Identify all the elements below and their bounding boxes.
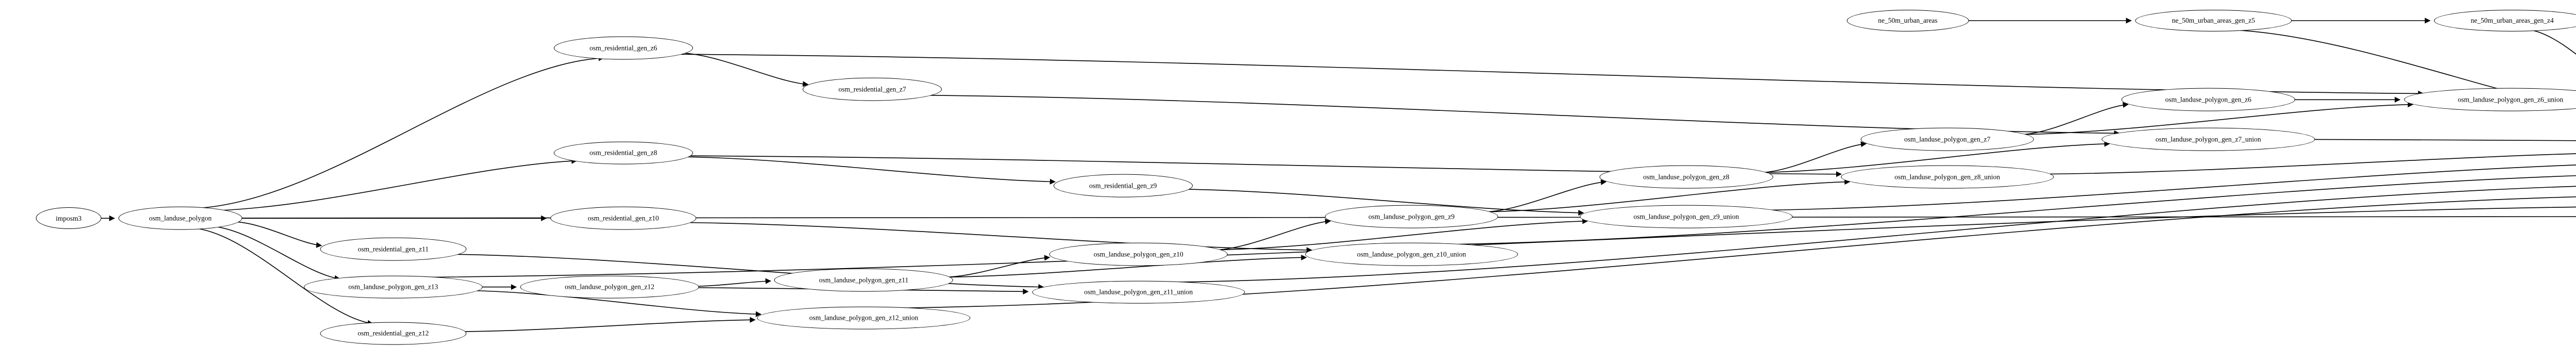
- graph-node-ne_50m_urban_areas_gen_z4[interactable]: ne_50m_urban_areas_gen_z4: [2434, 9, 2576, 31]
- graph-node-ne_50m_urban_areas_gen_z5[interactable]: ne_50m_urban_areas_gen_z5: [2135, 9, 2292, 31]
- graph-node-label: ne_50m_urban_areas_gen_z4: [2470, 17, 2554, 25]
- graph-node-label: osm_landuse_polygon_gen_z11: [819, 276, 909, 284]
- graph-edge-osm_landuse_polygon_gen_z9_union-to-layer_landuse.z9: [1767, 164, 2576, 211]
- graph-edge-ne_50m_urban_areas_gen_z5-to-layer_landuse.z5: [2231, 29, 2576, 109]
- graph-node-osm_residential_gen_z12[interactable]: osm_residential_gen_z12: [320, 322, 466, 345]
- graph-node-osm_landuse_polygon_gen_z10[interactable]: osm_landuse_polygon_gen_z10: [1049, 242, 1228, 266]
- graph-edge-osm_landuse_polygon_gen_z8_union-to-layer_landuse.z8: [2048, 153, 2576, 175]
- graph-node-label: osm_residential_gen_z6: [589, 44, 657, 52]
- graph-edge-osm_landuse_polygon-to-osm_residential_gen_z12: [194, 227, 374, 326]
- graph-edge-osm_residential_gen_z12-to-osm_landuse_polygon_gen_z12_union: [465, 317, 756, 332]
- graph-edge-osm_landuse_polygon-to-osm_residential_gen_z6: [194, 55, 604, 209]
- graph-node-label: osm_landuse_polygon_gen_z12: [565, 283, 655, 291]
- graph-edge-osm_landuse_polygon_gen_z8-to-osm_landuse_polygon_gen_z7: [1763, 141, 1867, 173]
- graph-node-osm_landuse_polygon_gen_z13[interactable]: osm_landuse_polygon_gen_z13: [303, 275, 483, 299]
- graph-node-label: osm_landuse_polygon_gen_z10: [1093, 250, 1183, 258]
- graph-node-osm_landuse_polygon_gen_z12_union[interactable]: osm_landuse_polygon_gen_z12_union: [757, 306, 971, 330]
- graph-node-osm_landuse_polygon[interactable]: osm_landuse_polygon: [118, 206, 242, 230]
- graph-edge-osm_residential_gen_z6-to-osm_residential_gen_z7: [683, 53, 809, 87]
- graph-edge-osm_landuse_polygon_gen_z11_union-to-layer_landuse.z11: [1162, 186, 2576, 283]
- graph-node-label: osm_residential_gen_z12: [358, 329, 429, 337]
- graph-node-osm_residential_gen_z9[interactable]: osm_residential_gen_z9: [1053, 174, 1193, 198]
- graph-edge-osm_landuse_polygon_gen_z11-to-osm_landuse_polygon_gen_z10: [948, 255, 1050, 278]
- graph-edge-osm_landuse_polygon_gen_z7_union-to-layer_landuse.z7: [2314, 139, 2576, 141]
- graph-node-osm_residential_gen_z8[interactable]: osm_residential_gen_z8: [553, 141, 693, 165]
- graph-node-label: imposm3: [56, 214, 82, 222]
- graph-edge-osm_residential_gen_z9-to-osm_landuse_polygon_gen_z9_union: [1187, 189, 1584, 216]
- graph-node-osm_residential_gen_z11[interactable]: osm_residential_gen_z11: [320, 237, 466, 261]
- graph-node-imposm3[interactable]: imposm3: [36, 207, 101, 229]
- graph-node-label: osm_landuse_polygon_gen_z7: [1904, 135, 1991, 143]
- graph-edge-osm_landuse_polygon-to-osm_landuse_polygon_gen_z13: [214, 226, 341, 281]
- graph-node-label: osm_landuse_polygon_gen_z7_union: [2155, 135, 2261, 143]
- graph-edge-osm_landuse_polygon-to-osm_residential_gen_z8: [218, 158, 578, 211]
- graph-node-osm_landuse_polygon_gen_z11[interactable]: osm_landuse_polygon_gen_z11: [774, 268, 953, 292]
- graph-edge-osm_landuse_polygon_gen_z10-to-osm_landuse_polygon_gen_z9: [1217, 219, 1331, 251]
- graph-edge-osm_landuse_polygon_gen_z11-to-osm_landuse_polygon_gen_z10_union: [948, 254, 1307, 278]
- graph-node-osm_landuse_polygon_gen_z11_union[interactable]: osm_landuse_polygon_gen_z11_union: [1032, 281, 1245, 304]
- graph-edge-osm_landuse_polygon_gen_z7-to-osm_landuse_polygon_gen_z6: [2023, 102, 2129, 135]
- graph-node-osm_landuse_polygon_gen_z10_union[interactable]: osm_landuse_polygon_gen_z10_union: [1305, 242, 1518, 266]
- graph-edge-ne_50m_urban_areas_gen_z4-to-layer_landuse.z4: [2529, 29, 2576, 55]
- graph-node-osm_landuse_polygon_gen_z6_union[interactable]: osm_landuse_polygon_gen_z6_union: [2404, 88, 2576, 111]
- graph-node-osm_landuse_polygon_gen_z12[interactable]: osm_landuse_polygon_gen_z12: [520, 275, 699, 299]
- graph-node-osm_landuse_polygon_gen_z7[interactable]: osm_landuse_polygon_gen_z7: [1860, 127, 2034, 151]
- graph-edge-osm_landuse_polygon_gen_z12-to-osm_landuse_polygon_gen_z11: [698, 278, 771, 287]
- graph-node-label: osm_landuse_polygon_gen_z13: [348, 283, 438, 291]
- graph-node-label: osm_landuse_polygon_gen_z11_union: [1084, 288, 1193, 296]
- graph-node-label: osm_landuse_polygon_gen_z10_union: [1357, 250, 1466, 258]
- graph-edge-osm_landuse_polygon_gen_z9-to-osm_landuse_polygon_gen_z8_union: [1487, 179, 1851, 212]
- graph-node-label: osm_landuse_polygon_gen_z8: [1643, 173, 1730, 181]
- graph-node-label: osm_residential_gen_z9: [1089, 182, 1157, 190]
- graph-node-label: ne_50m_urban_areas: [1878, 17, 1938, 25]
- graph-node-osm_landuse_polygon_gen_z8_union[interactable]: osm_landuse_polygon_gen_z8_union: [1840, 165, 2054, 189]
- graph-edge-osm_landuse_polygon_gen_z13-to-layer_landuse.z13: [413, 206, 2576, 278]
- graph-edge-osm_landuse_polygon_gen_z10-to-osm_landuse_polygon_gen_z9_union: [1217, 218, 1588, 251]
- graph-node-label: osm_landuse_polygon_gen_z9_union: [1633, 212, 1739, 221]
- graph-edge-osm_residential_gen_z8-to-osm_residential_gen_z9: [687, 156, 1056, 185]
- graph-node-osm_landuse_polygon_gen_z9_union[interactable]: osm_landuse_polygon_gen_z9_union: [1580, 205, 1793, 228]
- graph-node-label: ne_50m_urban_areas_gen_z5: [2172, 17, 2255, 25]
- graph-node-label: osm_landuse_polygon_gen_z12_union: [809, 314, 919, 322]
- graph-node-ne_50m_urban_areas[interactable]: ne_50m_urban_areas: [1846, 9, 1969, 31]
- graph-node-osm_landuse_polygon_gen_z6[interactable]: osm_landuse_polygon_gen_z6: [2121, 88, 2295, 111]
- graph-node-osm_landuse_polygon_gen_z8[interactable]: osm_landuse_polygon_gen_z8: [1599, 165, 1773, 189]
- graph-edge-osm_landuse_polygon_gen_z8-to-osm_landuse_polygon_gen_z7_union: [1763, 141, 2110, 173]
- graph-node-osm_landuse_polygon_gen_z7_union[interactable]: osm_landuse_polygon_gen_z7_union: [2102, 127, 2315, 151]
- graph-node-osm_residential_gen_z10[interactable]: osm_residential_gen_z10: [550, 206, 697, 230]
- graph-edge-osm_landuse_polygon_gen_z9-to-osm_landuse_polygon_gen_z8: [1487, 179, 1607, 212]
- graph-node-osm_residential_gen_z6[interactable]: osm_residential_gen_z6: [553, 36, 693, 60]
- graph-edge-osm_landuse_polygon_gen_z7-to-osm_landuse_polygon_gen_z6_union: [2023, 102, 2414, 135]
- graph-node-label: osm_landuse_polygon: [149, 214, 212, 222]
- graph-node-label: osm_landuse_polygon_gen_z6_union: [2458, 95, 2564, 104]
- graph-node-osm_landuse_polygon_gen_z9[interactable]: osm_landuse_polygon_gen_z9: [1325, 205, 1499, 228]
- graph-node-osm_residential_gen_z7[interactable]: osm_residential_gen_z7: [803, 77, 942, 101]
- graph-node-label: osm_residential_gen_z11: [358, 245, 429, 253]
- graph-node-label: osm_residential_gen_z7: [838, 85, 906, 93]
- graph-node-label: osm_residential_gen_z8: [589, 149, 657, 157]
- graph-node-label: osm_residential_gen_z10: [587, 214, 659, 222]
- graph-edge-osm_residential_gen_z10-to-osm_landuse_polygon_gen_z10_union: [689, 222, 1313, 253]
- graph-edge-osm_landuse_polygon-to-osm_residential_gen_z11: [238, 221, 323, 248]
- graph-node-label: osm_landuse_polygon_gen_z6: [2165, 95, 2251, 104]
- graph-edge-osm_landuse_polygon_gen_z13-to-osm_landuse_polygon_gen_z12_union: [476, 290, 762, 317]
- graph-node-label: osm_landuse_polygon_gen_z8_union: [1894, 173, 2000, 181]
- graph-node-label: osm_landuse_polygon_gen_z9: [1368, 212, 1455, 221]
